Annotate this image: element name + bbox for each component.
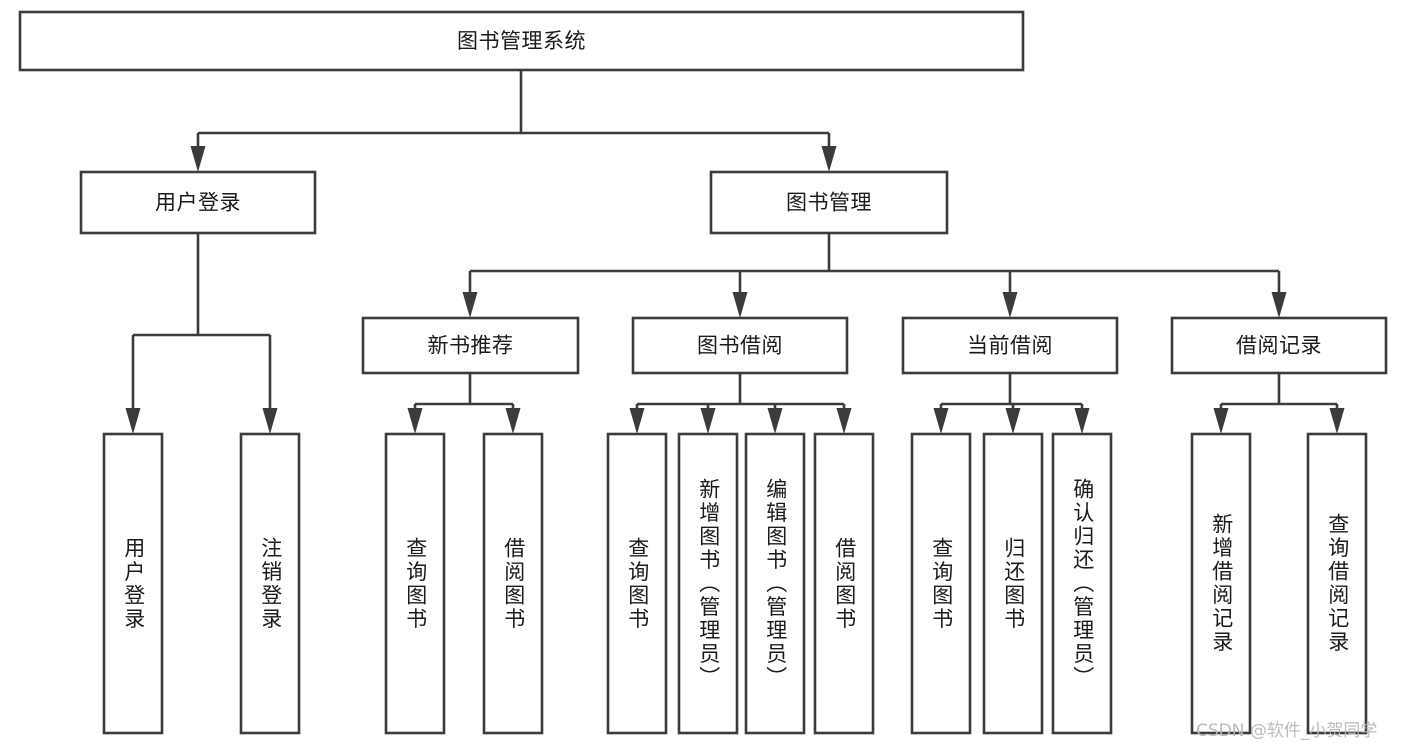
arrow-head-icon: [732, 292, 748, 318]
node-label: 图书管理系统: [457, 29, 586, 53]
node-box: [1190, 432, 1252, 735]
arrow-head-icon: [462, 292, 478, 318]
node-box-layer: [18, 10, 1388, 735]
node-label: 图书借阅: [697, 334, 783, 358]
node-box: [482, 432, 544, 735]
node-l3-图书借阅[interactable]: [631, 316, 849, 375]
node-label: 借阅记录: [1236, 334, 1322, 358]
node-box: [982, 432, 1044, 735]
node-leaf-注销登录[interactable]: [239, 432, 301, 735]
arrow-head-icon: [1329, 408, 1345, 434]
node-leaf-查询图书[interactable]: [606, 432, 668, 735]
node-l2-用户登录[interactable]: [79, 170, 317, 235]
node-box: [910, 432, 972, 735]
node-l3-借阅记录[interactable]: [1170, 316, 1388, 375]
node-l3-新书推荐[interactable]: [361, 316, 580, 375]
node-label: 新书推荐: [428, 334, 514, 358]
node-box: [1306, 432, 1368, 735]
node-box: [606, 432, 668, 735]
arrow-head-icon: [407, 408, 423, 434]
arrow-head-icon: [1074, 408, 1090, 434]
arrow-head-icon: [262, 408, 278, 434]
node-box: [384, 432, 446, 735]
node-leaf-归还图书[interactable]: [982, 432, 1044, 735]
node-label: 当前借阅: [967, 334, 1053, 358]
node-box: [631, 316, 849, 375]
arrow-head-icon: [190, 146, 206, 172]
node-leaf-编辑图书管理员[interactable]: [744, 432, 806, 735]
node-box: [813, 432, 875, 735]
node-box: [709, 170, 949, 235]
node-box: [677, 432, 739, 735]
arrow-head-icon: [629, 408, 645, 434]
node-l3-当前借阅[interactable]: [901, 316, 1119, 375]
node-box: [361, 316, 580, 375]
node-box: [1051, 432, 1113, 735]
node-box: [18, 10, 1025, 72]
arrow-head-icon: [505, 408, 521, 434]
connector-layer: [125, 70, 1345, 434]
node-label: 用户登录: [155, 191, 241, 215]
node-box: [102, 432, 164, 735]
node-leaf-查询图书[interactable]: [910, 432, 972, 735]
node-leaf-确认归还管理员[interactable]: [1051, 432, 1113, 735]
arrow-head-icon: [1002, 292, 1018, 318]
node-leaf-新增借阅记录[interactable]: [1190, 432, 1252, 735]
node-label: 图书管理: [786, 191, 872, 215]
arrow-head-icon: [1213, 408, 1229, 434]
node-box: [901, 316, 1119, 375]
node-l2-图书管理[interactable]: [709, 170, 949, 235]
node-box: [744, 432, 806, 735]
arrow-head-icon: [700, 408, 716, 434]
node-leaf-借阅图书[interactable]: [813, 432, 875, 735]
node-leaf-借阅图书[interactable]: [482, 432, 544, 735]
node-root-图书管理系统[interactable]: [18, 10, 1025, 72]
arrow-head-icon: [933, 408, 949, 434]
arrow-head-icon: [1271, 292, 1287, 318]
node-leaf-查询图书[interactable]: [384, 432, 446, 735]
node-box: [79, 170, 317, 235]
arrow-head-icon: [767, 408, 783, 434]
node-leaf-新增图书管理员[interactable]: [677, 432, 739, 735]
node-leaf-查询借阅记录[interactable]: [1306, 432, 1368, 735]
node-box: [1170, 316, 1388, 375]
node-box: [239, 432, 301, 735]
arrow-head-icon: [836, 408, 852, 434]
arrow-head-icon: [1005, 408, 1021, 434]
arrow-head-icon: [821, 146, 837, 172]
node-leaf-用户登录[interactable]: [102, 432, 164, 735]
arrow-head-icon: [125, 408, 141, 434]
